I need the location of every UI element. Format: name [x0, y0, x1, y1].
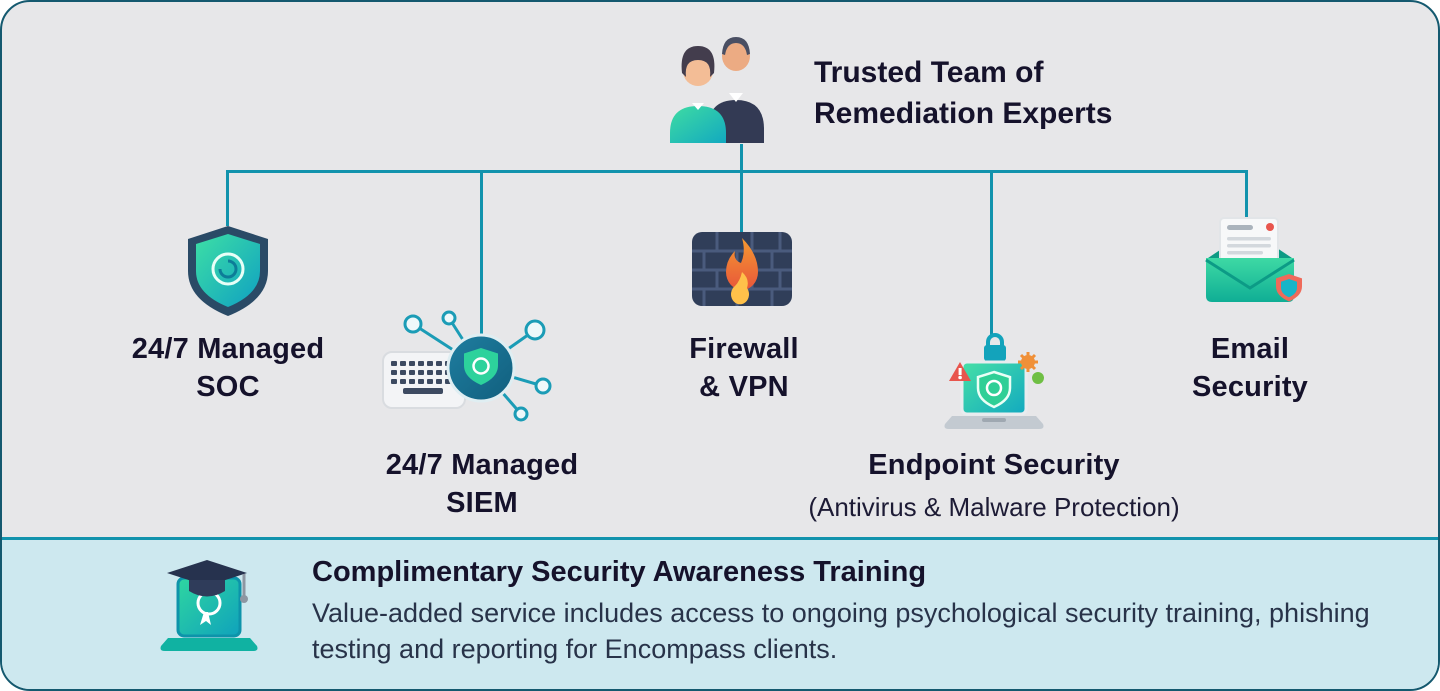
connector-line: [740, 170, 743, 232]
node-label-line: SIEM: [446, 487, 518, 520]
node-label-line: Security: [1191, 371, 1309, 404]
training-laptop-icon: [148, 558, 270, 659]
connector-line: [480, 170, 483, 338]
node-label-line: Firewall: [689, 333, 799, 365]
node-managed-soc: 24/7 Managed SOC: [78, 330, 378, 407]
node-email-security: Email Security: [1100, 330, 1400, 407]
connector-line: [1245, 170, 1248, 220]
endpoint-security-icon: [932, 332, 1052, 437]
node-endpoint-security: Endpoint Security (Antivirus & Malware P…: [774, 446, 1214, 525]
team-people-icon: [662, 30, 780, 149]
connector-line: [740, 144, 743, 172]
banner-title: Complimentary Security Awareness Trainin…: [312, 556, 927, 588]
firewall-icon: [690, 230, 794, 313]
node-label-line: Email: [1210, 333, 1290, 365]
soc-shield-icon: [182, 224, 274, 323]
security-awareness-banner: Complimentary Security Awareness Trainin…: [2, 537, 1438, 689]
node-label-line: 24/7 Managed: [385, 449, 579, 481]
email-security-icon: [1194, 212, 1306, 313]
node-label-line: 24/7 Managed: [131, 333, 325, 365]
siem-icon: [381, 308, 556, 428]
node-label-line: & VPN: [699, 371, 789, 404]
banner-body: Value-added service includes access to o…: [312, 598, 1370, 664]
node-managed-siem: 24/7 Managed SIEM: [332, 446, 632, 523]
node-label-line: SOC: [196, 371, 260, 404]
node-label-line: Endpoint Security: [868, 449, 1120, 481]
node-sublabel: (Antivirus & Malware Protection): [808, 492, 1180, 523]
connector-line: [226, 170, 229, 226]
root-title: Trusted Team of Remediation Experts: [814, 56, 1113, 131]
connector-line: [990, 170, 993, 336]
connector-line: [226, 170, 1248, 173]
node-firewall-vpn: Firewall & VPN: [594, 330, 894, 407]
